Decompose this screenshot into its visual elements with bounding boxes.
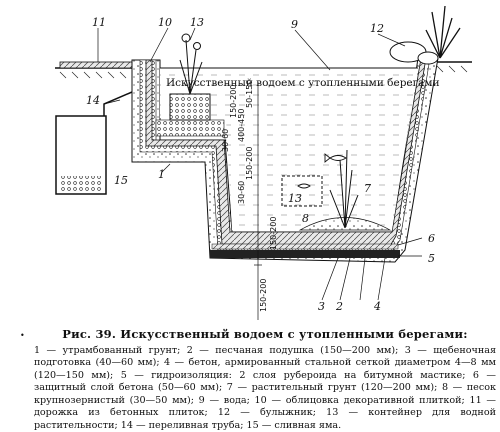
label-8: 8 bbox=[302, 212, 309, 225]
dim-4: 150-200 bbox=[245, 147, 254, 180]
label-4: 4 bbox=[373, 300, 381, 313]
dimension-lines bbox=[254, 82, 262, 320]
fish-icon bbox=[297, 153, 347, 189]
label-9: 9 bbox=[291, 18, 298, 31]
figure-caption: Рис. 39. Искусственный водоем с утопленн… bbox=[34, 328, 496, 432]
dim-1: 400-450 bbox=[237, 109, 246, 142]
drain-pit bbox=[55, 115, 107, 195]
label-6: 6 bbox=[428, 232, 435, 245]
inner-title: Искусственный водоем с утопленными берег… bbox=[166, 77, 440, 89]
label-12: 12 bbox=[370, 22, 384, 35]
label-13: 13 bbox=[190, 16, 204, 29]
dim-8: 150-200 bbox=[269, 217, 278, 250]
water bbox=[160, 68, 418, 230]
label-10: 10 bbox=[158, 16, 172, 29]
bullet-dot: • bbox=[20, 331, 25, 340]
label-5: 5 bbox=[428, 252, 435, 265]
dim-3: 30-60 bbox=[237, 181, 246, 204]
aquatic-plant bbox=[329, 149, 359, 229]
caption-legend: 1 — утрамбованный грунт; 2 — песчаная по… bbox=[34, 344, 496, 431]
paving-path bbox=[59, 61, 135, 69]
dim-2: 50-150 bbox=[245, 80, 254, 108]
leader-lines bbox=[97, 27, 423, 301]
label-14: 14 bbox=[86, 94, 100, 107]
dim-6: 150-200 bbox=[229, 85, 238, 118]
label-11: 11 bbox=[92, 16, 106, 29]
label-7: 7 bbox=[364, 182, 371, 195]
overflow-pipe bbox=[103, 91, 133, 116]
caption-title: Рис. 39. Искусственный водоем с утопленн… bbox=[62, 327, 468, 341]
label-2: 2 bbox=[335, 300, 343, 313]
boulder bbox=[389, 5, 461, 65]
pond-diagram: 11 10 13 9 12 14 15 1 3 2 4 5 6 7 8 13 4… bbox=[55, 5, 472, 320]
label-15: 15 bbox=[114, 174, 128, 187]
label-3: 3 bbox=[318, 300, 325, 313]
label-1a: 1 bbox=[158, 168, 165, 181]
dim-5: 30-60 bbox=[221, 129, 230, 152]
bottom-container bbox=[281, 175, 323, 207]
label-13b: 13 bbox=[288, 192, 302, 205]
dim-7: 150-200 bbox=[259, 279, 268, 312]
plant-container bbox=[169, 33, 211, 121]
